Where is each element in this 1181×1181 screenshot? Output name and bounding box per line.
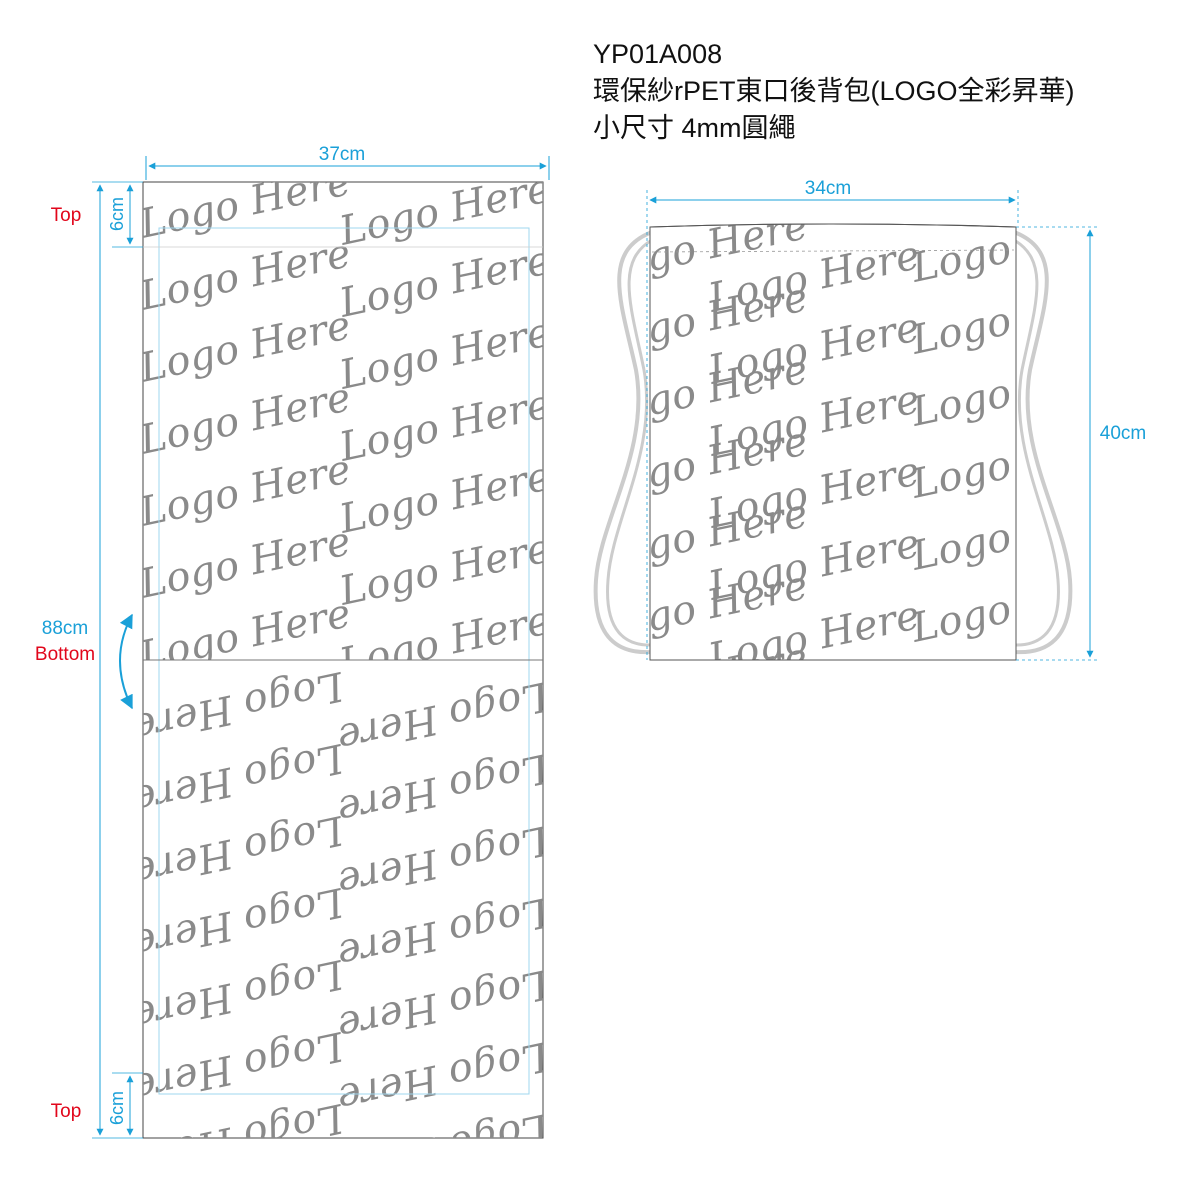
- logo-here-text: Logo Here: [907, 202, 1127, 292]
- bag-outline: [649, 223, 1017, 661]
- bottom-label: Bottom: [35, 644, 95, 665]
- cord-left: [593, 230, 653, 655]
- product-spec: 小尺寸 4mm圓繩: [593, 113, 796, 143]
- height-dimensions: 6cm 6cm 88cm Bottom Top Top: [35, 181, 143, 1139]
- bag-height-dimension: 40cm: [1016, 226, 1146, 661]
- bag-width-dimension: 34cm: [646, 178, 1019, 660]
- bag-height-label: 40cm: [1100, 423, 1146, 444]
- product-code: YP01A008: [593, 39, 723, 69]
- title-block: YP01A008 環保紗rPET東口後背包(LOGO全彩昇華) 小尺寸 4mm圓…: [593, 36, 1075, 147]
- total-length-label: 88cm: [42, 618, 88, 639]
- fold-arrow: [119, 613, 133, 710]
- cord-right-inner: [1013, 238, 1060, 647]
- width-dimension: 37cm: [145, 144, 550, 180]
- cord-left-inner: [606, 238, 653, 647]
- width-label: 37cm: [319, 144, 365, 165]
- top-label-lower: Top: [51, 1101, 82, 1122]
- logo-here-text: Logo Here: [704, 664, 924, 754]
- bottom-margin-label: 6cm: [107, 1091, 127, 1125]
- product-name: 環保紗rPET東口後背包(LOGO全彩昇華): [593, 76, 1075, 106]
- print-safe-area: [158, 227, 530, 1095]
- top-label: Top: [51, 205, 82, 226]
- bag-hem-line: [651, 249, 1015, 253]
- top-margin-label: 6cm: [107, 197, 127, 231]
- bag-width-label: 34cm: [805, 178, 851, 199]
- cord-right: [1013, 230, 1073, 655]
